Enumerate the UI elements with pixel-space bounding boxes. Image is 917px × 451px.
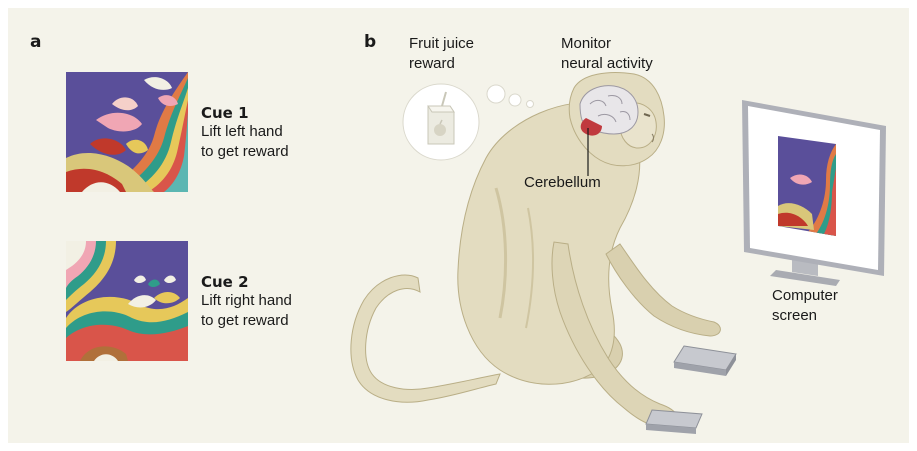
screen-label: Computer screen [772, 286, 882, 326]
upper-response-button [674, 346, 736, 376]
cerebellum-label: Cerebellum [524, 173, 634, 193]
cue-1-title: Cue 1 [201, 104, 351, 122]
panel-b-label: b [364, 32, 376, 52]
lower-response-button [646, 410, 702, 434]
panel-a-label: a [30, 32, 41, 52]
cue-2-caption: Cue 2 Lift right hand to get reward [201, 273, 351, 331]
cue-2-title: Cue 2 [201, 273, 351, 291]
monitor-label: Monitor neural activity [561, 34, 701, 74]
cue-2-text: Lift right hand to get reward [201, 291, 351, 331]
cue-1-image [66, 72, 188, 192]
cue-2-image [66, 241, 188, 361]
cue-1-caption: Cue 1 Lift left hand to get reward [201, 104, 351, 162]
reward-label: Fruit juice reward [409, 34, 519, 74]
figure: a Cue 1 Lift left hand to get reward Cue… [8, 8, 909, 443]
cue-1-text: Lift left hand to get reward [201, 122, 351, 162]
